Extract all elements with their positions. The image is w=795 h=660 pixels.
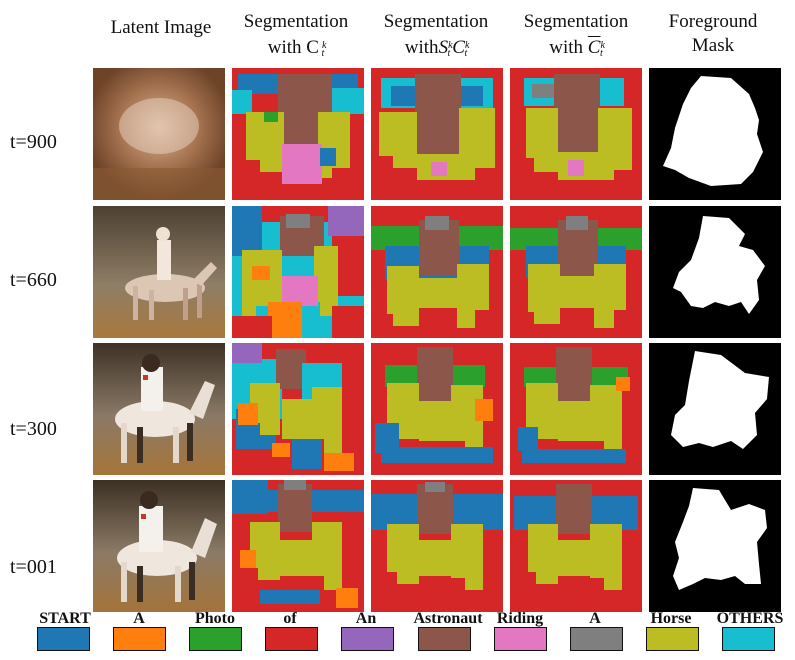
latent-image-t001 xyxy=(93,480,225,612)
segmentation-cbar-t001 xyxy=(510,480,642,612)
segmentation-c-t900 xyxy=(232,68,364,200)
legend-label-a-2: A xyxy=(589,610,601,627)
legend-label-astronaut: Astronaut xyxy=(413,610,483,627)
legend-swatch-others xyxy=(722,627,775,651)
seg1-sup: k xyxy=(321,40,327,51)
legend-label-riding: Riding xyxy=(496,610,544,627)
legend-swatch-horse xyxy=(646,627,699,651)
segmentation-c-t660 xyxy=(232,206,364,338)
row-label-t300: t=300 xyxy=(10,418,57,440)
row-label-t900: t=900 xyxy=(10,131,57,153)
seg2-s: S xyxy=(438,37,449,58)
foreground-mask-t300 xyxy=(649,343,781,475)
seg3-title-line1: Segmentation xyxy=(523,11,629,32)
legend-swatch-photo xyxy=(189,627,242,651)
seg2-title-line1: Segmentation xyxy=(383,11,489,32)
legend-label-photo: Photo xyxy=(195,610,235,627)
seg1-title-line2: with C kt xyxy=(226,34,366,66)
segmentation-sc-t001 xyxy=(371,480,503,612)
segmentation-cbar-t300 xyxy=(510,343,642,475)
legend-label-of: of xyxy=(283,610,297,627)
legend-label-horse: Horse xyxy=(650,610,692,627)
seg2-c-sub: t xyxy=(464,48,468,60)
legend-swatch-a-2 xyxy=(570,627,623,651)
legend-swatch-astronaut xyxy=(418,627,471,651)
mask-title-line1: Foreground xyxy=(668,11,758,32)
segmentation-cbar-t900 xyxy=(510,68,642,200)
row-label-t660: t=660 xyxy=(10,269,57,291)
legend-swatch-start xyxy=(37,627,90,651)
segmentation-c-t001 xyxy=(232,480,364,612)
segmentation-c-t300 xyxy=(232,343,364,475)
legend-label-start: START xyxy=(39,610,91,627)
foreground-mask-t900 xyxy=(649,68,781,200)
latent-image-t900 xyxy=(93,68,225,200)
legend-swatch-of xyxy=(265,627,318,651)
segmentation-cbar-t660 xyxy=(510,206,642,338)
seg1-sub: t xyxy=(321,48,325,60)
row-label-t001: t=001 xyxy=(10,556,57,578)
column-header-foreground-mask: Foreground Mask xyxy=(643,10,783,58)
seg2-s-sub: t xyxy=(447,48,451,60)
legend-swatch-an xyxy=(341,627,394,651)
seg3-title-line2: with Ckt xyxy=(506,34,646,66)
seg3-sup: k xyxy=(600,40,605,51)
seg2-s-sup: k xyxy=(448,40,453,51)
segmentation-sc-t300 xyxy=(371,343,503,475)
seg1-text: with C xyxy=(267,37,319,58)
legend-label-a: A xyxy=(133,610,145,627)
seg3-c: C xyxy=(587,37,601,58)
column-header-latent-image: Latent Image xyxy=(95,16,227,40)
mask-title-line2: Mask xyxy=(691,35,735,56)
seg3-text: with xyxy=(549,37,588,58)
latent-image-t660 xyxy=(93,206,225,338)
seg2-c: C xyxy=(452,37,465,58)
seg2-c-sup: k xyxy=(464,40,470,51)
segmentation-sc-t660 xyxy=(371,206,503,338)
legend-label-an: An xyxy=(355,610,377,627)
segmentation-sc-t900 xyxy=(371,68,503,200)
legend-swatch-riding xyxy=(494,627,547,651)
legend-label-others: OTHERS xyxy=(716,610,784,627)
foreground-mask-t660 xyxy=(649,206,781,338)
latent-image-title: Latent Image xyxy=(110,17,212,38)
foreground-mask-t001 xyxy=(649,480,781,612)
seg3-sub: t xyxy=(599,48,603,60)
column-header-segmentation-cbar: Segmentation with Ckt xyxy=(506,10,646,66)
seg1-title-line1: Segmentation xyxy=(243,11,349,32)
legend-swatch-a xyxy=(113,627,166,651)
seg2-text: with xyxy=(404,37,439,58)
latent-image-t300 xyxy=(93,343,225,475)
column-header-segmentation-c: Segmentation with C kt xyxy=(226,10,366,66)
